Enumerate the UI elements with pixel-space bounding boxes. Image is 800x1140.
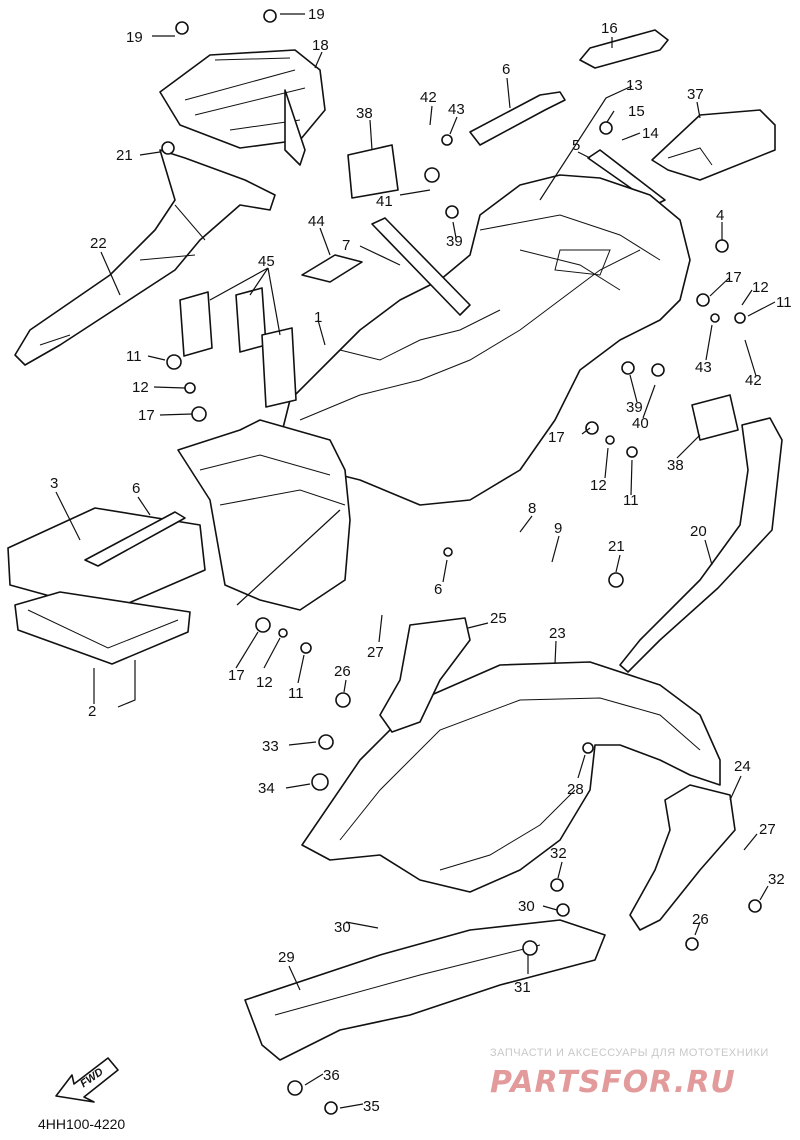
- callout: 23: [549, 625, 566, 642]
- callout: 30: [334, 919, 351, 936]
- callout: 2: [88, 703, 96, 720]
- callout: 17: [228, 667, 245, 684]
- reflector-38-lower: [691, 394, 739, 441]
- watermark: ЗАПЧАСТИ И АКСЕССУАРЫ ДЛЯ МОТОТЕХНИКИ PA…: [490, 1047, 769, 1100]
- strap-6-lower: [84, 511, 186, 567]
- bracket-25: [379, 617, 471, 733]
- callout: 27: [759, 821, 776, 838]
- callout-numbers: 19 19 18 21 22 16 6 13 15 14 37 5 42 43 …: [50, 6, 792, 1115]
- pad-44: [301, 254, 363, 283]
- bracket-18: [159, 49, 326, 149]
- callout: 24: [734, 758, 751, 775]
- callout: 14: [642, 125, 659, 142]
- callout: 19: [126, 29, 143, 46]
- strap-16: [579, 29, 669, 69]
- callout: 38: [356, 105, 373, 122]
- bracket-24: [629, 784, 736, 931]
- callout: 33: [262, 738, 279, 755]
- chain-guard-29: [244, 919, 606, 1061]
- callout: 35: [363, 1098, 380, 1115]
- callout: 6: [502, 61, 510, 78]
- callout: 12: [590, 477, 607, 494]
- callout: 29: [278, 949, 295, 966]
- callout: 28: [567, 781, 584, 798]
- callout: 25: [490, 610, 507, 627]
- callout: 34: [258, 780, 275, 797]
- strap-7: [371, 217, 471, 316]
- callout: 8: [528, 500, 536, 517]
- callout: 26: [334, 663, 351, 680]
- battery-box: [177, 419, 351, 611]
- callout: 32: [550, 845, 567, 862]
- watermark-logo: PARTSFOR.RU: [490, 1065, 736, 1100]
- callout: 9: [554, 520, 562, 537]
- callout: 6: [434, 581, 442, 598]
- watermark-tagline: ЗАПЧАСТИ И АКСЕССУАРЫ ДЛЯ МОТОТЕХНИКИ: [490, 1047, 769, 1059]
- inner-fender-1: [279, 174, 691, 506]
- callout: 42: [420, 89, 437, 106]
- fwd-arrow-icon: FWD: [55, 1057, 119, 1103]
- callout: 42: [745, 372, 762, 389]
- part-drawings: [7, 9, 783, 1115]
- callout: 44: [308, 213, 325, 230]
- callout: 20: [690, 523, 707, 540]
- callout: 3: [50, 475, 58, 492]
- rail-20: [619, 417, 783, 673]
- pad-45b: [235, 287, 267, 353]
- callout: 32: [768, 871, 785, 888]
- callout: 19: [308, 6, 325, 23]
- cover-37: [651, 109, 776, 181]
- callout: 17: [725, 269, 742, 286]
- callout: 21: [608, 538, 625, 555]
- callout: 18: [312, 37, 329, 54]
- callout: 22: [90, 235, 107, 252]
- callout: 6: [132, 480, 140, 497]
- pad-45c: [261, 327, 297, 408]
- callout: 12: [132, 379, 149, 396]
- callout: 40: [632, 415, 649, 432]
- fasteners: [161, 9, 762, 1115]
- callout: 17: [138, 407, 155, 424]
- callout: 45: [258, 253, 275, 270]
- callout: 26: [692, 911, 709, 928]
- rail-22: [14, 149, 276, 366]
- callout: 37: [687, 86, 704, 103]
- callout: 1: [314, 309, 322, 326]
- callout: 17: [548, 429, 565, 446]
- callout: 27: [367, 644, 384, 661]
- callout: 12: [752, 279, 769, 296]
- callout: 4: [716, 207, 724, 224]
- callout: 16: [601, 20, 618, 37]
- callout: 15: [628, 103, 645, 120]
- callout: 11: [623, 492, 639, 509]
- callout: 31: [514, 979, 531, 996]
- pad-45a: [179, 291, 213, 357]
- strap-6-upper: [469, 91, 566, 146]
- rear-fender-23: [301, 661, 721, 893]
- tray-2: [14, 591, 191, 665]
- callout: 41: [376, 193, 393, 210]
- diagram-code: 4HH100-4220: [38, 1116, 125, 1132]
- callout: 12: [256, 674, 273, 691]
- callout: 11: [776, 294, 792, 311]
- leader-lines: [55, 13, 776, 1109]
- callout: 11: [126, 348, 142, 365]
- callout: 5: [572, 137, 580, 154]
- reflector-38-upper: [347, 144, 399, 199]
- callout: 30: [518, 898, 535, 915]
- callout: 11: [288, 685, 304, 702]
- callout: 43: [448, 101, 465, 118]
- callout: 43: [695, 359, 712, 376]
- callout: 38: [667, 457, 684, 474]
- callout: 13: [626, 77, 643, 94]
- callout: 39: [446, 233, 463, 250]
- callout: 39: [626, 399, 643, 416]
- callout: 21: [116, 147, 133, 164]
- callout: 7: [342, 237, 350, 254]
- callout: 36: [323, 1067, 340, 1084]
